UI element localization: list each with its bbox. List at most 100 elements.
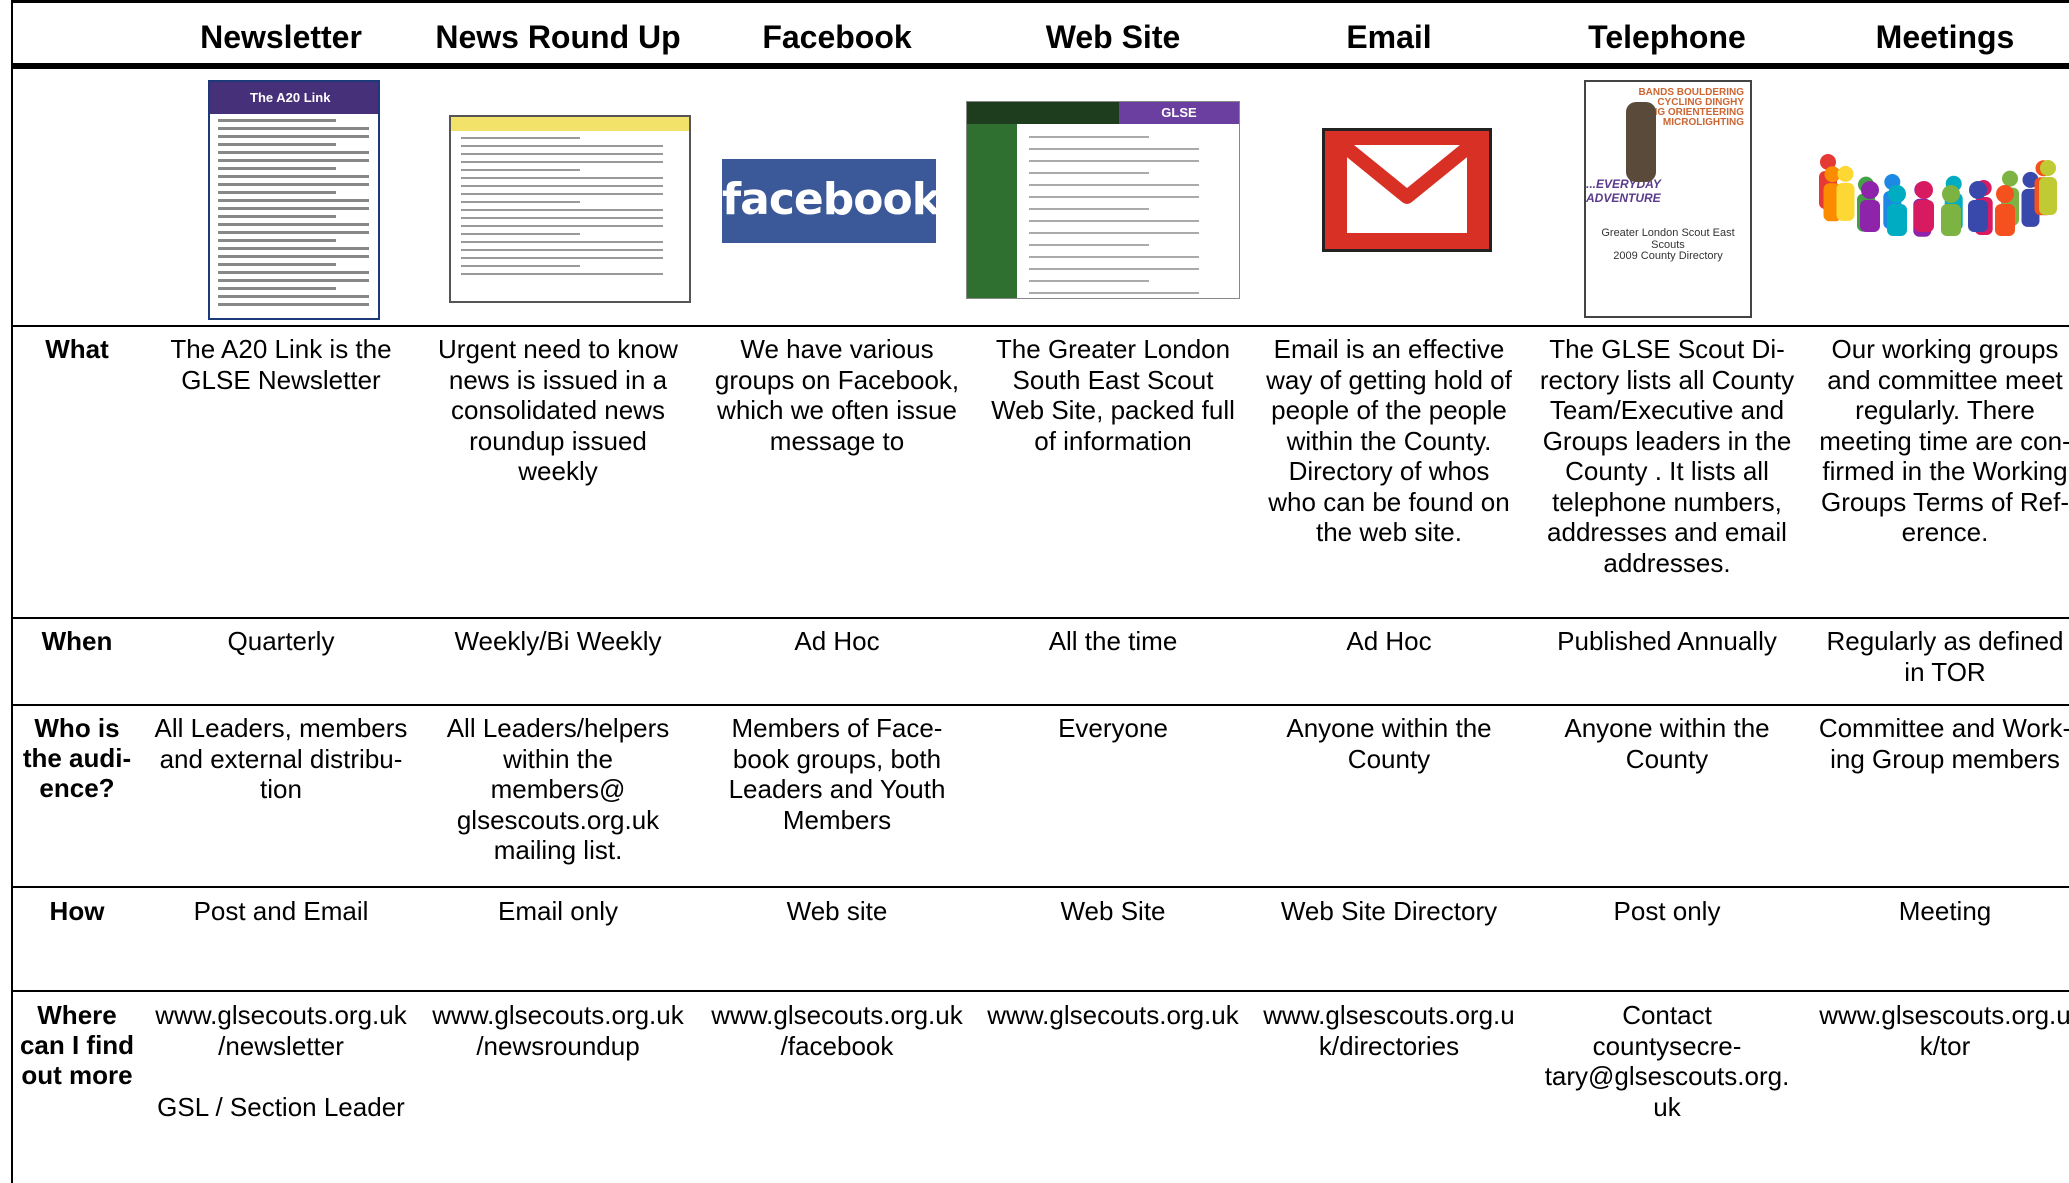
row-label-line: ence?: [39, 773, 115, 803]
text-line: [218, 175, 370, 178]
cell-text-line: Ad Hoc: [1346, 626, 1432, 656]
column-header-email: Email: [1346, 19, 1432, 55]
text-line: [461, 217, 664, 219]
cell-text-line: South East Scout: [1012, 364, 1214, 395]
text-line: [461, 177, 664, 179]
table-top-border: [11, 0, 2069, 3]
cell-text-line: Meeting: [1898, 896, 1992, 926]
site-text-line: [1029, 160, 1199, 162]
cell-email-when: Ad Hoc: [1254, 626, 1524, 657]
cell-text-line: Contact: [1622, 1000, 1712, 1030]
text-line: [461, 241, 664, 243]
row-label-line: What: [45, 334, 109, 364]
text-line: [461, 249, 664, 251]
text-line: [461, 193, 664, 195]
cell-telephone-how: Post only: [1532, 896, 1802, 927]
text-line: [218, 279, 370, 282]
cell-facebook-where: www.glsecouts.org.uk/facebook: [702, 1000, 972, 1061]
site-text-line: [1029, 292, 1199, 294]
cell-text-line: who can be found on: [1268, 486, 1510, 517]
cell-text-line: and external distribu-: [159, 743, 403, 774]
cell-text-line: GLSE Newsletter: [181, 364, 381, 395]
cell-text-line: book groups, both: [732, 743, 942, 774]
site-sidebar: [967, 124, 1017, 298]
cell-text-line: the web site.: [1316, 517, 1462, 547]
directory-publisher: Greater London Scout East Scouts: [1601, 227, 1735, 251]
site-text-line: [1029, 208, 1149, 210]
column-header-meetings: Meetings: [1875, 19, 2015, 55]
cell-newsletter-where: www.glsecouts.org.uk/newsletter GSL / Se…: [146, 1000, 416, 1122]
cell-text-line: The GLSE Scout Di-: [1549, 334, 1785, 364]
cell-text-line: Email only: [498, 896, 618, 926]
text-line: [461, 161, 664, 163]
cell-text-line: County: [1347, 743, 1431, 774]
cell-text-line: Committee and Work-: [1818, 713, 2069, 743]
cell-newsletter-when: Quarterly: [146, 626, 416, 657]
row-label-line: Where: [37, 1000, 117, 1030]
cell-text-line: Anyone within the: [1564, 713, 1770, 743]
cell-email-how: Web Site Directory: [1254, 896, 1524, 927]
cell-text-line: Web site: [786, 896, 888, 926]
cell-facebook-when: Ad Hoc: [702, 626, 972, 657]
cell-text-line: erence.: [1901, 517, 1989, 547]
site-text-line: [1029, 268, 1199, 270]
cell-text-line: Post only: [1613, 896, 1721, 926]
cell-text-line: Weekly/Bi Weekly: [454, 626, 662, 656]
row-divider-what: [11, 617, 2069, 619]
cell-text-line: Leaders and Youth: [728, 774, 946, 804]
website-thumbnail: GLSE: [966, 101, 1240, 299]
cell-newsroundup-when: Weekly/Bi Weekly: [423, 626, 693, 657]
cell-text-line: /newsroundup: [476, 1030, 640, 1061]
text-line: [218, 159, 370, 162]
cell-text-line: rectory lists all County: [1539, 364, 1795, 395]
text-line: [218, 295, 370, 298]
cell-text-line: Web Site: [1060, 896, 1166, 926]
text-line: [461, 265, 580, 267]
text-line: [218, 207, 370, 210]
cell-text-line: Email is an effective: [1273, 334, 1505, 364]
text-line: [218, 167, 336, 170]
cell-text-line: GSL / Section Leader: [157, 1091, 405, 1122]
roundup-header: [451, 117, 689, 131]
text-line: [218, 199, 370, 202]
cell-text-line: way of getting hold of: [1266, 364, 1512, 395]
cell-text-line: Published Annually: [1557, 626, 1777, 656]
text-line: [218, 247, 370, 250]
text-line: [218, 183, 370, 186]
gmail-envelope-icon: [1333, 139, 1481, 237]
news-roundup-thumbnail: [449, 115, 691, 303]
cell-text-line: We have various: [740, 334, 934, 364]
cell-website-when: All the time: [978, 626, 1248, 657]
row-divider-images: [11, 325, 2069, 327]
cell-text-line: All Leaders/helpers: [446, 713, 670, 743]
text-line: [218, 303, 370, 306]
cell-text-line: roundup issued: [469, 425, 647, 456]
cell-text-line: www.glsecouts.org.uk: [155, 1000, 407, 1030]
site-text-line: [1029, 136, 1149, 138]
cell-text-line: meeting time are con-: [1819, 425, 2069, 456]
cell-telephone-what: The GLSE Scout Di-rectory lists all Coun…: [1532, 334, 1802, 578]
text-line: [218, 143, 336, 146]
climber-figure: [1626, 102, 1656, 182]
cell-text-line: consolidated news: [451, 395, 665, 425]
row-label-how: How: [17, 896, 137, 926]
cell-text-line: k/tor: [1919, 1030, 1971, 1061]
column-header-newsroundup: News Round Up: [435, 19, 681, 55]
row-label-line: can I find: [19, 1030, 135, 1060]
table-left-border: [11, 0, 13, 1183]
text-line: [218, 287, 336, 290]
cell-text-line: which we often issue: [717, 395, 957, 425]
text-line: [218, 127, 370, 130]
cell-text-line: County . It lists all: [1565, 456, 1769, 486]
cell-text-line: /facebook: [780, 1030, 894, 1061]
